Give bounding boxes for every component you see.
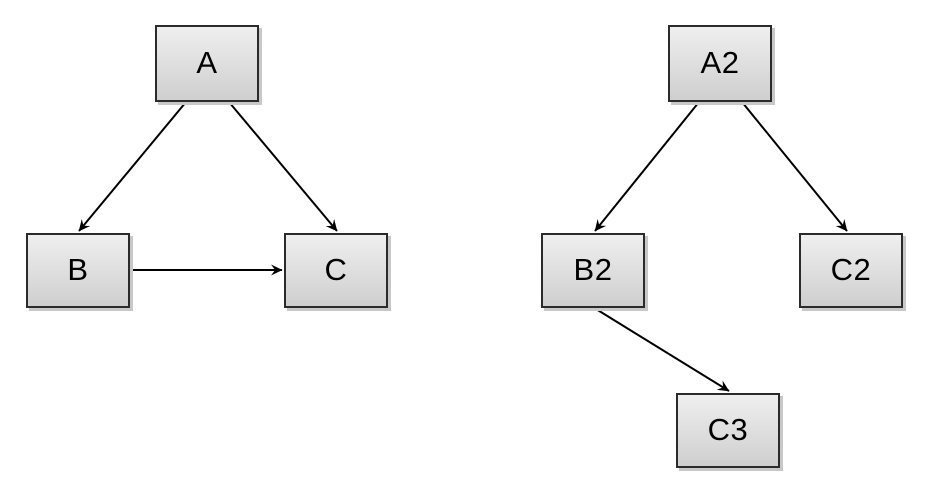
- node-a2[interactable]: A2: [668, 25, 772, 102]
- node-label: C2: [830, 252, 872, 287]
- edge-b2-to-c3: [595, 308, 730, 392]
- node-c2[interactable]: C2: [799, 233, 903, 308]
- edge-a2-to-b2: [594, 101, 700, 232]
- edge-a2-to-c2: [741, 101, 848, 232]
- node-label: C3: [707, 412, 749, 447]
- node-label: A: [196, 45, 218, 80]
- node-a[interactable]: A: [155, 25, 259, 102]
- node-c3[interactable]: C3: [676, 393, 780, 468]
- edge-a-to-b: [78, 101, 187, 232]
- edge-group: [78, 101, 848, 392]
- node-label: B2: [573, 252, 613, 287]
- edge-a-to-c: [228, 101, 338, 232]
- node-label: A2: [700, 45, 740, 80]
- node-b2[interactable]: B2: [541, 233, 645, 308]
- node-label: C: [324, 252, 348, 287]
- node-label: B: [67, 252, 89, 287]
- node-b[interactable]: B: [26, 233, 130, 308]
- node-c[interactable]: C: [284, 233, 388, 308]
